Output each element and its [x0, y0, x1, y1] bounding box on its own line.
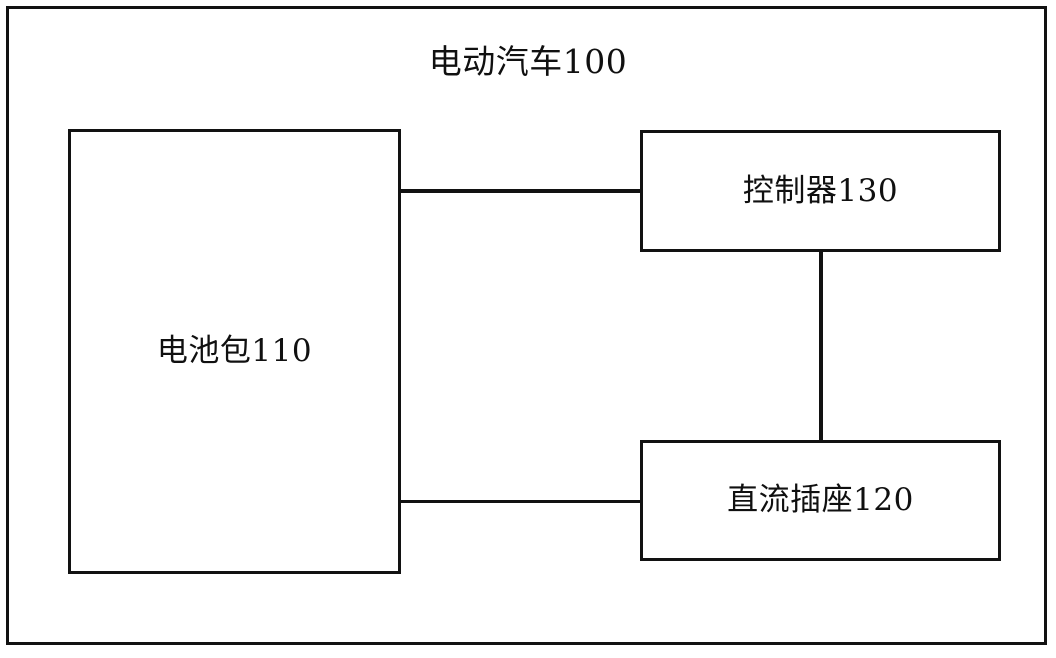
- electric-vehicle-boundary: [6, 6, 1047, 645]
- block-dc-socket: 直流插座120: [640, 440, 1001, 561]
- block-controller-label: 控制器130: [742, 172, 899, 209]
- block-battery-pack: 电池包110: [68, 129, 401, 574]
- connector-battery-pack-to-controller: [399, 189, 642, 193]
- block-controller: 控制器130: [640, 130, 1001, 252]
- block-dc-socket-label: 直流插座120: [727, 482, 914, 518]
- figure-title: 电动汽车100: [428, 42, 628, 81]
- block-battery-pack-label: 电池包110: [156, 333, 313, 369]
- connector-battery-pack-to-dc-socket: [399, 500, 642, 503]
- connector-controller-to-dc-socket: [819, 250, 823, 442]
